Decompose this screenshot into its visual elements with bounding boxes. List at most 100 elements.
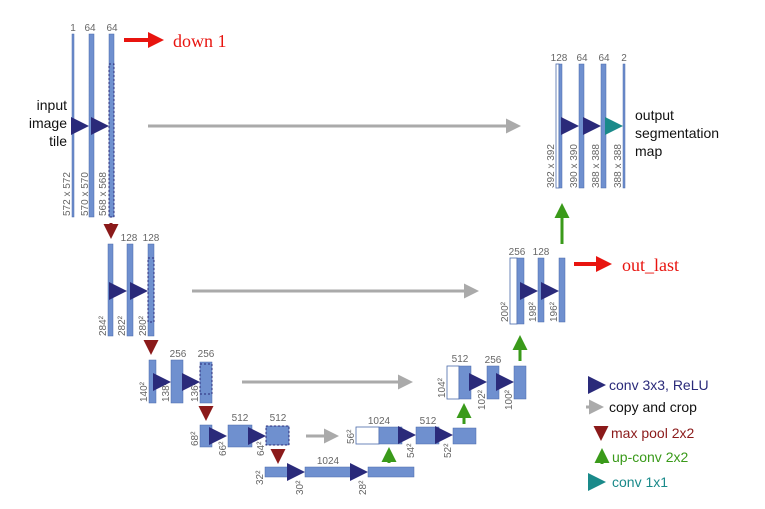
dim-label: 66² xyxy=(218,441,229,456)
dim-label: 572 x 572 xyxy=(62,172,73,216)
block-u3-conv2 xyxy=(513,365,527,400)
channel-label: 128 xyxy=(143,233,160,244)
channel-label: 64 xyxy=(106,23,118,34)
channel-label: 512 xyxy=(270,413,287,424)
dim-label: 136² xyxy=(190,381,201,402)
dim-label: 388 x 388 xyxy=(613,144,624,188)
block-u3-copy xyxy=(446,365,460,400)
block-u2-copy xyxy=(509,257,518,325)
svg-text:segmentation: segmentation xyxy=(635,125,719,141)
dim-label: 68² xyxy=(190,431,201,446)
legend-conv: conv 3x3, ReLU xyxy=(609,377,709,393)
dim-label: 282² xyxy=(117,315,128,336)
crop-region-l4 xyxy=(265,425,290,446)
channel-label: 1 xyxy=(70,23,76,34)
level-1: 1 64 64 572 x 572 570 x 570 568 x 568 xyxy=(62,23,118,218)
legend: conv 3x3, ReLU copy and crop max pool 2x… xyxy=(586,376,709,491)
up-level-1: 128 64 64 2 392 x 392 390 x 390 388 x 38… xyxy=(546,53,627,189)
dim-label: 570 x 570 xyxy=(80,172,91,216)
channel-label: 512 xyxy=(452,354,469,365)
block-u4-conv2 xyxy=(452,427,477,445)
dim-label: 140² xyxy=(139,381,150,402)
dim-label: 388 x 388 xyxy=(591,144,602,188)
dim-label: 52² xyxy=(443,443,454,458)
block-u2-up xyxy=(516,257,525,325)
dim-label: 196² xyxy=(549,301,560,322)
up-level-2: 256 128 200² 198² 196² xyxy=(500,247,566,325)
block-u3-conv1 xyxy=(486,365,500,400)
legend-upconv: up-conv 2x2 xyxy=(612,449,688,465)
channel-label: 512 xyxy=(420,416,437,427)
dim-label: 32² xyxy=(255,470,266,485)
block-l3-pool xyxy=(148,359,157,404)
legend-copy: copy and crop xyxy=(609,399,697,415)
dim-label: 392 x 392 xyxy=(546,144,557,188)
svg-text:tile: tile xyxy=(49,133,67,149)
channel-label: 512 xyxy=(232,413,249,424)
block-u3-up xyxy=(458,365,472,400)
block-l4-conv2 xyxy=(265,425,290,446)
crop-region-l1 xyxy=(108,63,115,218)
channel-label: 64 xyxy=(576,53,588,64)
block-l4-conv1 xyxy=(227,424,253,448)
dim-label: 56² xyxy=(346,429,357,444)
channel-label: 256 xyxy=(198,349,215,360)
channel-label: 128 xyxy=(121,233,138,244)
block-u4-up xyxy=(378,426,403,445)
block-u4-copy xyxy=(355,426,380,445)
input-label: input image tile xyxy=(29,97,67,149)
dim-label: 568 x 568 xyxy=(98,172,109,216)
dim-label: 28² xyxy=(358,480,369,495)
block-u1-output xyxy=(622,63,626,189)
svg-text:image: image xyxy=(29,115,67,131)
crop-region-l3 xyxy=(199,363,213,395)
dim-label: 102² xyxy=(477,389,488,410)
block-bottom-conv2 xyxy=(367,466,415,478)
dim-label: 64² xyxy=(256,441,267,456)
level-2: 128 128 284² 282² 280² xyxy=(98,233,160,337)
channel-label: 64 xyxy=(598,53,610,64)
legend-pool: max pool 2x2 xyxy=(611,425,694,441)
dim-label: 138² xyxy=(161,381,172,402)
channel-label: 256 xyxy=(485,355,502,366)
dim-label: 100² xyxy=(504,389,515,410)
out-last-label: out_last xyxy=(622,255,679,275)
channel-label: 1024 xyxy=(368,416,391,427)
channel-label: 256 xyxy=(170,349,187,360)
output-label: output segmentation map xyxy=(635,107,719,159)
block-l3-conv1 xyxy=(170,359,184,404)
block-u4-conv1 xyxy=(415,426,440,445)
level-4: 512 512 68² 66² 64² xyxy=(190,413,290,456)
channel-label: 64 xyxy=(84,23,96,34)
dim-label: 104² xyxy=(437,377,448,398)
dim-label: 390 x 390 xyxy=(569,144,580,188)
dim-label: 30² xyxy=(295,480,306,495)
block-l1-conv2 xyxy=(108,33,115,218)
up-level-4: 1024 512 56² 54² 52² xyxy=(346,416,477,458)
dim-label: 54² xyxy=(406,443,417,458)
legend-conv1x1: conv 1x1 xyxy=(612,474,668,490)
level-3: 256 256 140² 138² 136² xyxy=(139,349,215,404)
svg-text:input: input xyxy=(37,97,67,113)
channel-label: 2 xyxy=(621,53,627,64)
block-l4-pool xyxy=(199,424,213,448)
channel-label: 256 xyxy=(509,247,526,258)
dim-label: 280² xyxy=(138,315,149,336)
block-bottom-pool xyxy=(264,466,289,478)
bottleneck: 1024 32² 30² 28² xyxy=(255,456,415,495)
svg-text:map: map xyxy=(635,143,662,159)
block-bottom-conv1 xyxy=(304,466,352,478)
svg-text:output: output xyxy=(635,107,674,123)
up-level-3: 512 256 104² 102² 100² xyxy=(437,354,527,410)
dim-label: 198² xyxy=(528,301,539,322)
dim-label: 284² xyxy=(98,315,109,336)
block-l3-conv2 xyxy=(199,361,213,404)
block-u2-conv2 xyxy=(558,257,566,323)
channel-label: 128 xyxy=(533,247,550,258)
channel-label: 128 xyxy=(551,53,568,64)
crop-region-l2 xyxy=(147,257,155,323)
block-u1-up xyxy=(558,63,563,189)
dim-label: 200² xyxy=(500,301,511,322)
